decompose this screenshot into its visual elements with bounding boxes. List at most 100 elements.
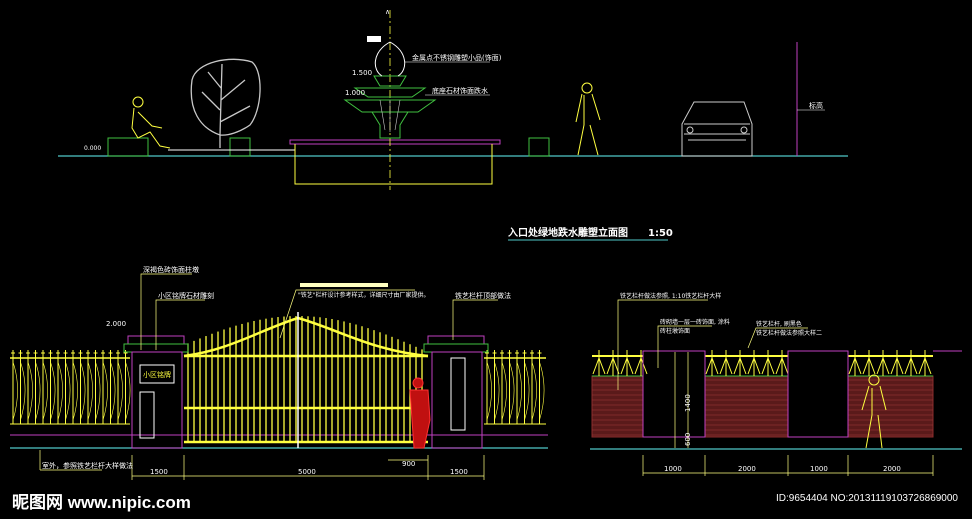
dimension-label: 1000: [664, 465, 682, 473]
fence-ornament: [12, 361, 18, 421]
fence-picket: [500, 350, 504, 424]
fence-ornament: [87, 361, 93, 421]
iron-gate: [183, 312, 429, 448]
annotation: 砖砌墙一层一砖饰面, 涂料: [660, 318, 730, 326]
fence-picket: [507, 350, 512, 424]
fence-ornament: [72, 361, 78, 421]
annotation: 铁艺栏杆做法参照, 1:10铁艺栏杆大样: [620, 292, 721, 300]
fence-ornament: [117, 361, 123, 421]
person-figure-red: [409, 377, 431, 449]
fence-picket: [592, 350, 606, 376]
fence-picket: [733, 350, 747, 376]
annotation: 铁艺栏杆, 刷黑色: [756, 320, 802, 328]
fence-picket: [63, 350, 68, 424]
dimension-label: 1400: [684, 394, 692, 412]
fence-picket: [492, 350, 497, 424]
fence-ornament: [494, 361, 500, 421]
fence-ornament: [27, 361, 33, 421]
fence-ornament: [524, 361, 530, 421]
dimension-label: 1500: [150, 468, 168, 476]
north-mark: ∧: [385, 8, 390, 16]
fence-picket: [606, 350, 620, 376]
annotation: 铁艺栏杆顶部做法: [455, 291, 511, 300]
dimension-label: 5000: [298, 468, 316, 476]
dimension-label: 2000: [738, 465, 756, 473]
pool-coping: [289, 139, 501, 145]
fence-picket: [904, 350, 918, 376]
note-highlight: [300, 283, 388, 287]
fence-ornament: [102, 361, 108, 421]
annotation: 深褐色砖饰面柱墩: [143, 265, 199, 274]
nameplate: [139, 364, 175, 384]
annotation: 金属点不锈钢雕塑小品(饰面): [412, 53, 502, 62]
fence-picket: [71, 350, 75, 424]
fence-ornament: [125, 361, 131, 421]
fence-ornament: [516, 361, 522, 421]
fence-ornament: [80, 361, 86, 421]
fence-picket: [719, 350, 733, 376]
fence-picket: [26, 350, 30, 424]
fence-picket: [56, 350, 60, 424]
fence-picket: [918, 350, 932, 376]
level-label: 0.000: [84, 145, 101, 152]
fence-picket: [33, 350, 38, 424]
fountain-sculpture: [343, 41, 437, 139]
fence-ornament: [501, 361, 507, 421]
brick-wall: [847, 375, 934, 438]
fence-picket: [862, 350, 876, 376]
dimension-label: 1000: [810, 465, 828, 473]
planter-box: [229, 137, 251, 157]
fence-picket: [747, 350, 761, 376]
fence-ornament: [509, 361, 515, 421]
dimension-label: 1500: [450, 468, 468, 476]
fence-picket: [116, 350, 120, 424]
fence-picket: [634, 350, 648, 376]
fence-ornament: [20, 361, 26, 421]
annotation: 标高: [809, 101, 823, 110]
fence-picket: [48, 350, 53, 424]
fence-picket: [761, 350, 775, 376]
iron-fence-right: [484, 350, 546, 425]
nameplate-text: 小区铭牌: [143, 370, 171, 379]
gate-elevation: 小区铭牌 深褐色砖饰面柱墩 小区铭牌石材雕刻 "铁艺"栏杆设计参考样式，详细尺寸…: [10, 265, 548, 480]
fence-ornament: [50, 361, 56, 421]
fence-picket: [890, 350, 904, 376]
fence-picket: [86, 350, 90, 424]
walking-person-figure: [575, 82, 601, 156]
annotation: 砖柱墩饰面: [660, 327, 690, 335]
brick-pillar-right: [423, 335, 489, 449]
iron-fence-left: [10, 350, 131, 425]
car-figure: [681, 101, 753, 157]
drawing-title: 入口处绿地跌水雕塑立面图: [508, 226, 628, 239]
fence-ornament: [35, 361, 41, 421]
watermark-site: 昵图网 www.nipic.com: [12, 493, 191, 512]
annotation: "铁艺"栏杆设计参考样式，详细尺寸由厂家提供。: [298, 291, 430, 299]
brick-wall: [704, 375, 789, 438]
annotation: 铁艺栏杆做法参照大样二: [756, 329, 822, 337]
fence-picket: [108, 350, 113, 424]
brick-pillar-left: [123, 335, 189, 449]
dimension-label: 2000: [883, 465, 901, 473]
annotation: 室外，参照铁艺栏杆大样做法: [42, 461, 133, 470]
fence-picket: [522, 350, 527, 424]
fence-picket: [848, 350, 862, 376]
wall-piers: [642, 350, 962, 438]
fence-picket: [515, 350, 519, 424]
fence-picket: [876, 350, 890, 376]
fence-picket: [705, 350, 719, 376]
dimension-label: 900: [402, 460, 415, 468]
pool-section: [294, 144, 493, 185]
drawing-scale: 1:50: [648, 228, 673, 239]
fence-ornament: [42, 361, 48, 421]
level-label: 1.500: [352, 69, 372, 77]
fence-picket: [78, 350, 83, 424]
wall-elevation: 铁艺栏杆做法参照, 1:10铁艺栏杆大样 砖砌墙一层一砖饰面, 涂料 砖柱墩饰面…: [590, 292, 962, 476]
fence-picket: [485, 350, 489, 424]
fence-picket: [11, 350, 15, 424]
fence-ornament: [57, 361, 63, 421]
watermark-id: ID:9654404 NO:20131119103726869000: [775, 493, 958, 504]
fence-picket: [101, 350, 105, 424]
top-elevation: 0.000 ∧ 1.500 1.000 金属点不锈钢雕塑小品(饰面) 底座石材饰…: [58, 8, 848, 241]
fence-ornament: [95, 361, 101, 421]
fence-picket: [18, 350, 23, 424]
